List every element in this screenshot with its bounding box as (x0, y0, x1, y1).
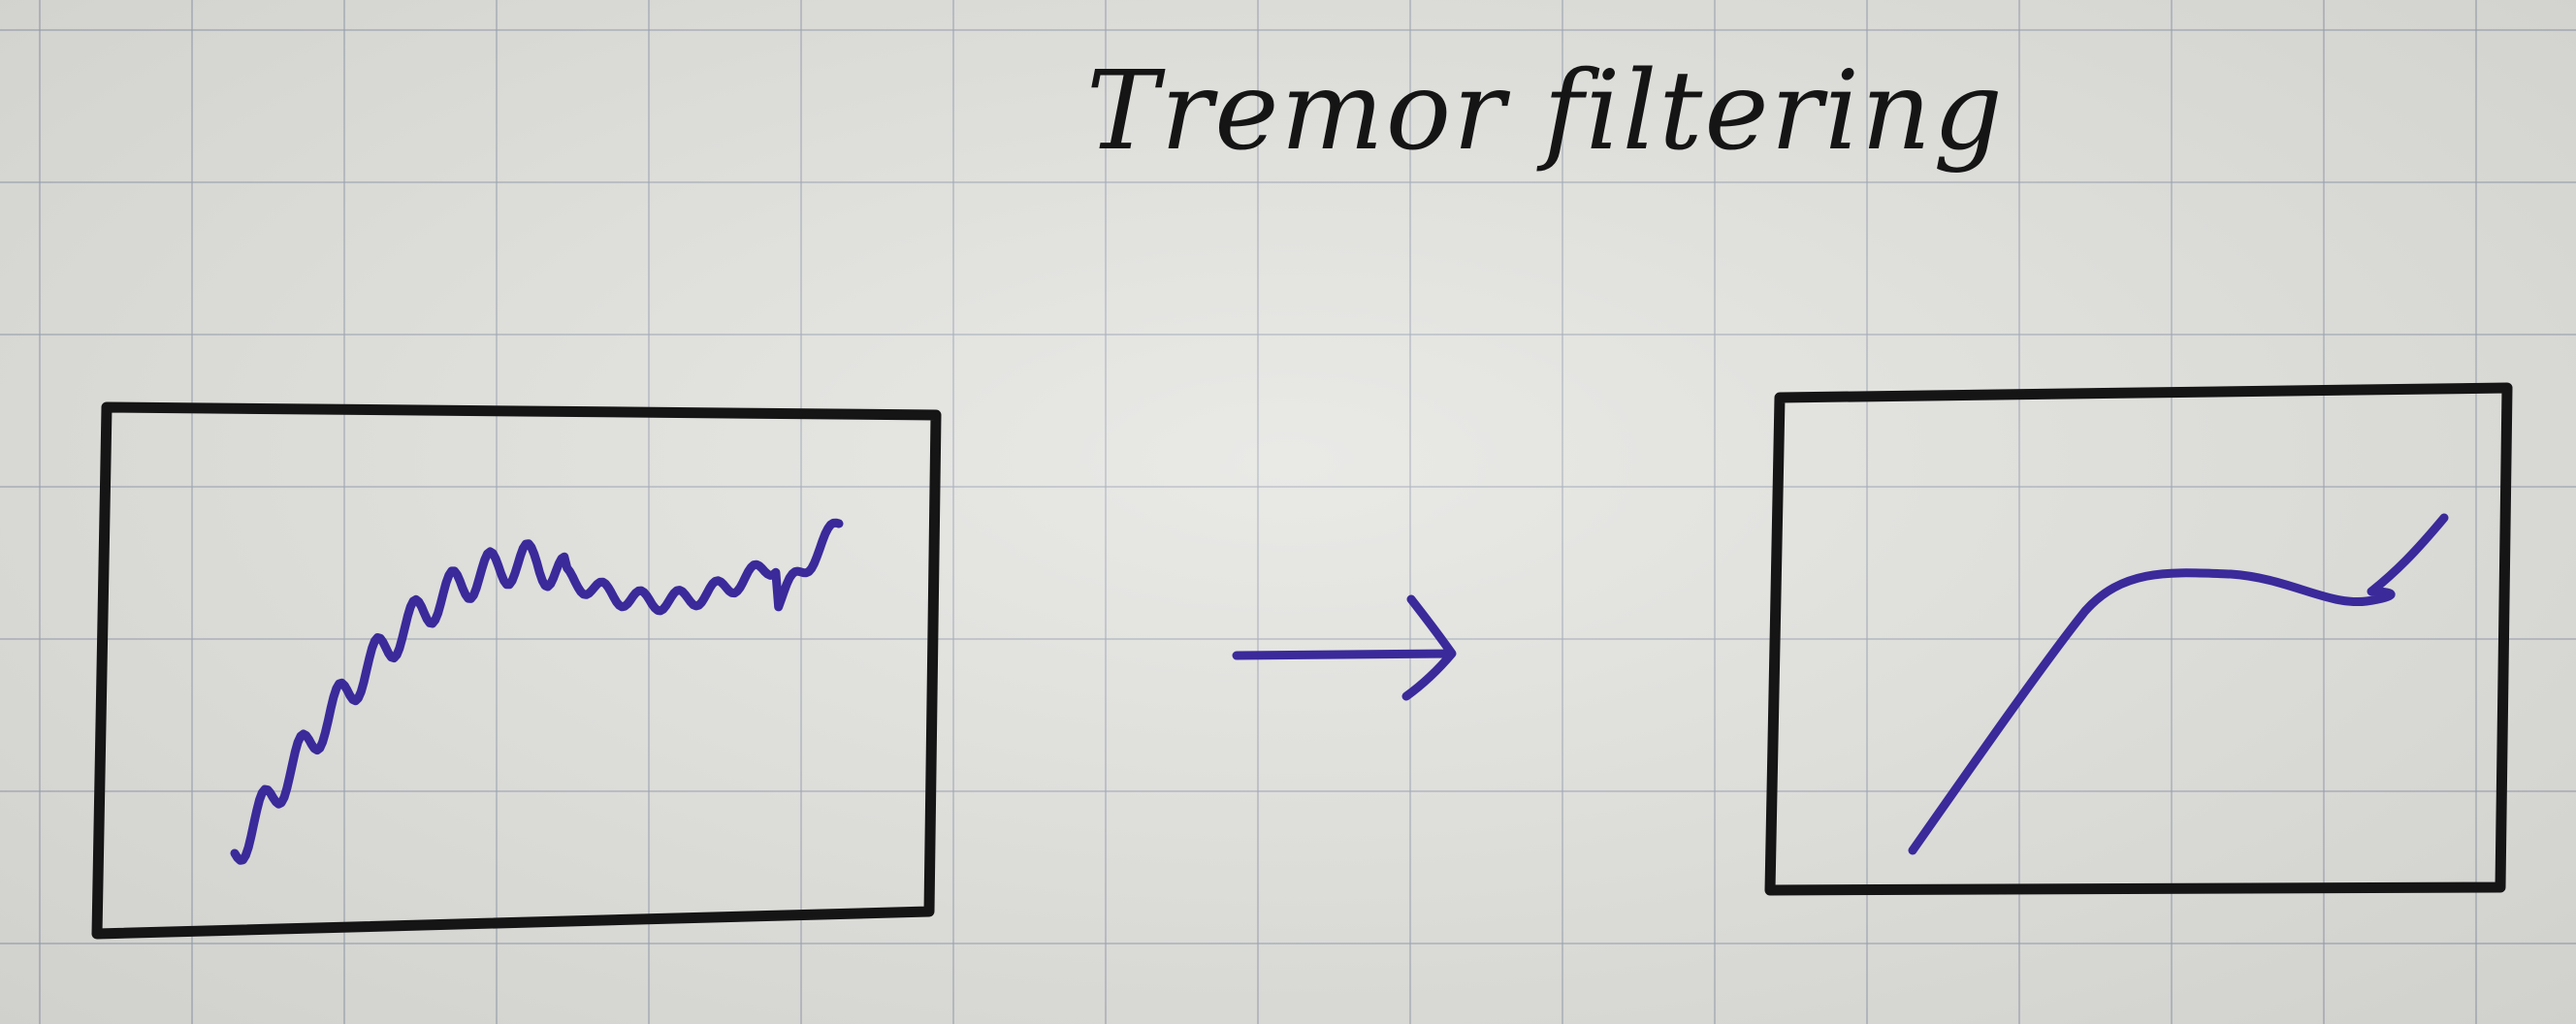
right-plot-frame (1764, 382, 2513, 896)
left-plot-frame (91, 401, 942, 940)
sketch-title: Tremor filtering (1086, 48, 2005, 175)
tremor-signal-line (230, 518, 844, 865)
filtered-signal-line (1908, 513, 2449, 855)
arrow-icon (1232, 594, 1457, 701)
